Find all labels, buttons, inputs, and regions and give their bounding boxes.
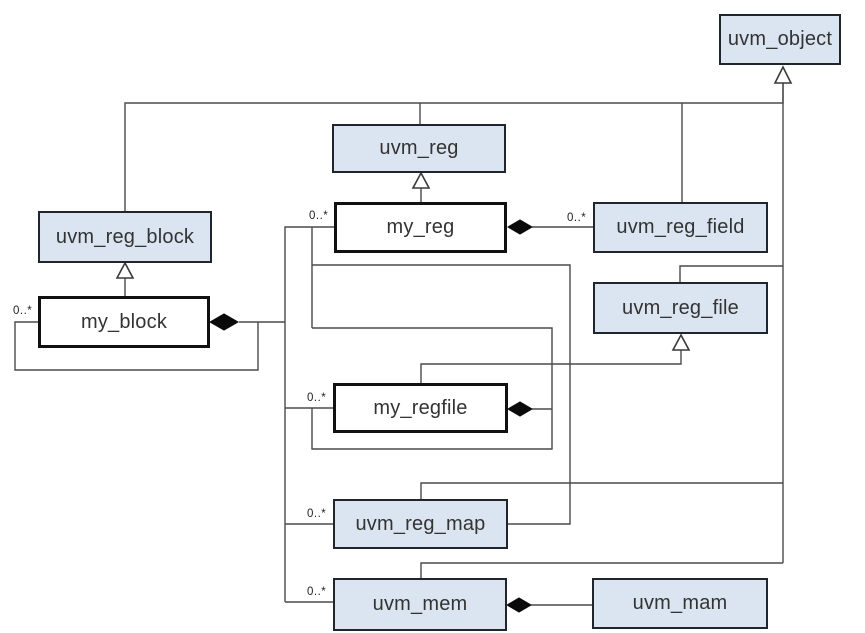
class-box-my-block: my_block (38, 296, 210, 348)
generalization-triangle-uvm-reg-block (115, 261, 135, 279)
multiplicity-label-uvm-reg-field: 0..* (567, 212, 587, 224)
class-box-my-regfile: my_regfile (333, 383, 508, 433)
composition-diamond-my-regfile (507, 401, 533, 417)
multiplicity-label-my-reg: 0..* (309, 210, 329, 222)
generalization-triangle-uvm-object (773, 65, 793, 84)
class-box-uvm-object: uvm_object (719, 14, 841, 65)
class-box-my-reg: my_reg (334, 202, 507, 253)
class-box-uvm-reg-field: uvm_reg_field (593, 202, 768, 253)
class-box-uvm-reg: uvm_reg (332, 124, 506, 173)
composition-diamond-uvm-mem (506, 597, 532, 613)
class-box-uvm-mem: uvm_mem (333, 578, 507, 631)
my-regfile-to-uvm-reg-file-line (420, 350, 682, 383)
class-box-uvm-reg-file: uvm_reg_file (593, 282, 768, 334)
composition-diamond-my-block (208, 313, 240, 331)
class-box-uvm-mam: uvm_mam (592, 578, 768, 629)
class-box-uvm-reg-map: uvm_reg_map (333, 499, 508, 549)
generalization-triangle-uvm-reg-file (671, 333, 691, 351)
uvm-mem-to-uvm-object-line (420, 562, 783, 578)
my-block-self-loop-line (14, 321, 259, 371)
multiplicity-label-uvm-mem: 0..* (307, 586, 327, 598)
multiplicity-label-my-regfile: 0..* (307, 392, 327, 404)
class-box-uvm-reg-block: uvm_reg_block (38, 211, 212, 263)
multiplicity-label-uvm-reg-map: 0..* (307, 508, 327, 520)
multiplicity-label-my-block: 0..* (13, 305, 33, 317)
uvm-reg-map-to-my-reg-line (312, 264, 571, 525)
my-block-composition-bus-line (284, 226, 334, 602)
uvm-reg-file-to-uvm-object-line (679, 265, 783, 282)
composition-diamond-my-reg (507, 219, 533, 235)
generalization-triangle-uvm-reg (411, 171, 431, 189)
uvm-reg-map-to-uvm-object-line (420, 482, 783, 499)
my-regfile-loop-line (311, 327, 553, 450)
